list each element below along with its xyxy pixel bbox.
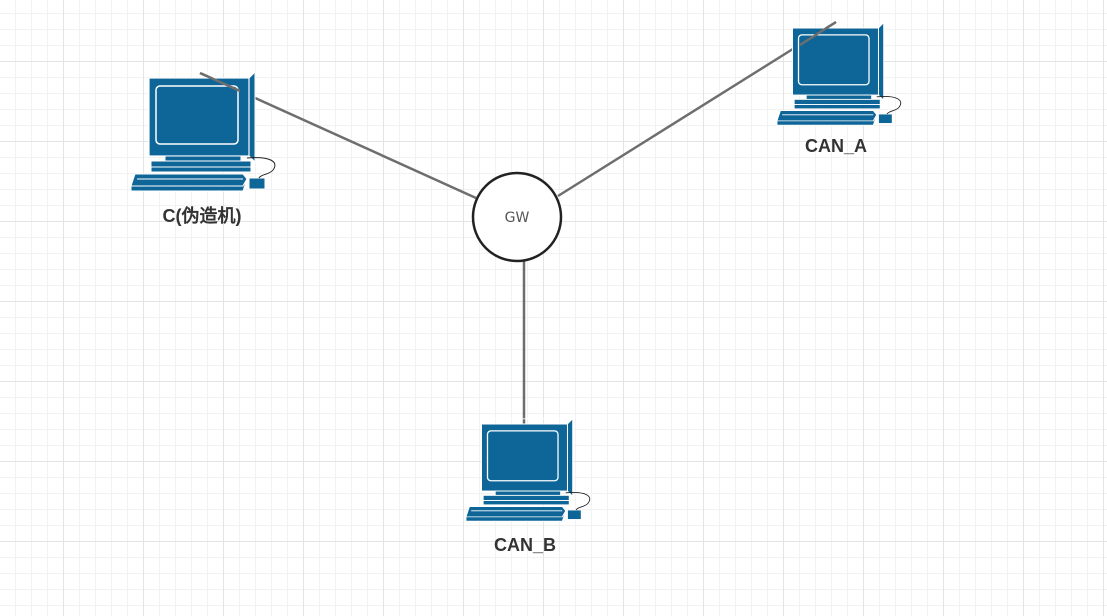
link-gw-can-a [557, 20, 837, 198]
computer-can-b-icon[interactable] [465, 418, 591, 522]
node-label-can-a: CAN_A [804, 136, 868, 156]
gateway-label: GW [504, 210, 530, 226]
node-label-can-b: CAN_B [493, 535, 557, 555]
node-label-c: C(伪造机) [162, 206, 242, 226]
computer-can-a-icon[interactable] [776, 22, 902, 126]
gateway-node[interactable] [471, 171, 563, 263]
computer-c-icon[interactable] [130, 71, 276, 192]
